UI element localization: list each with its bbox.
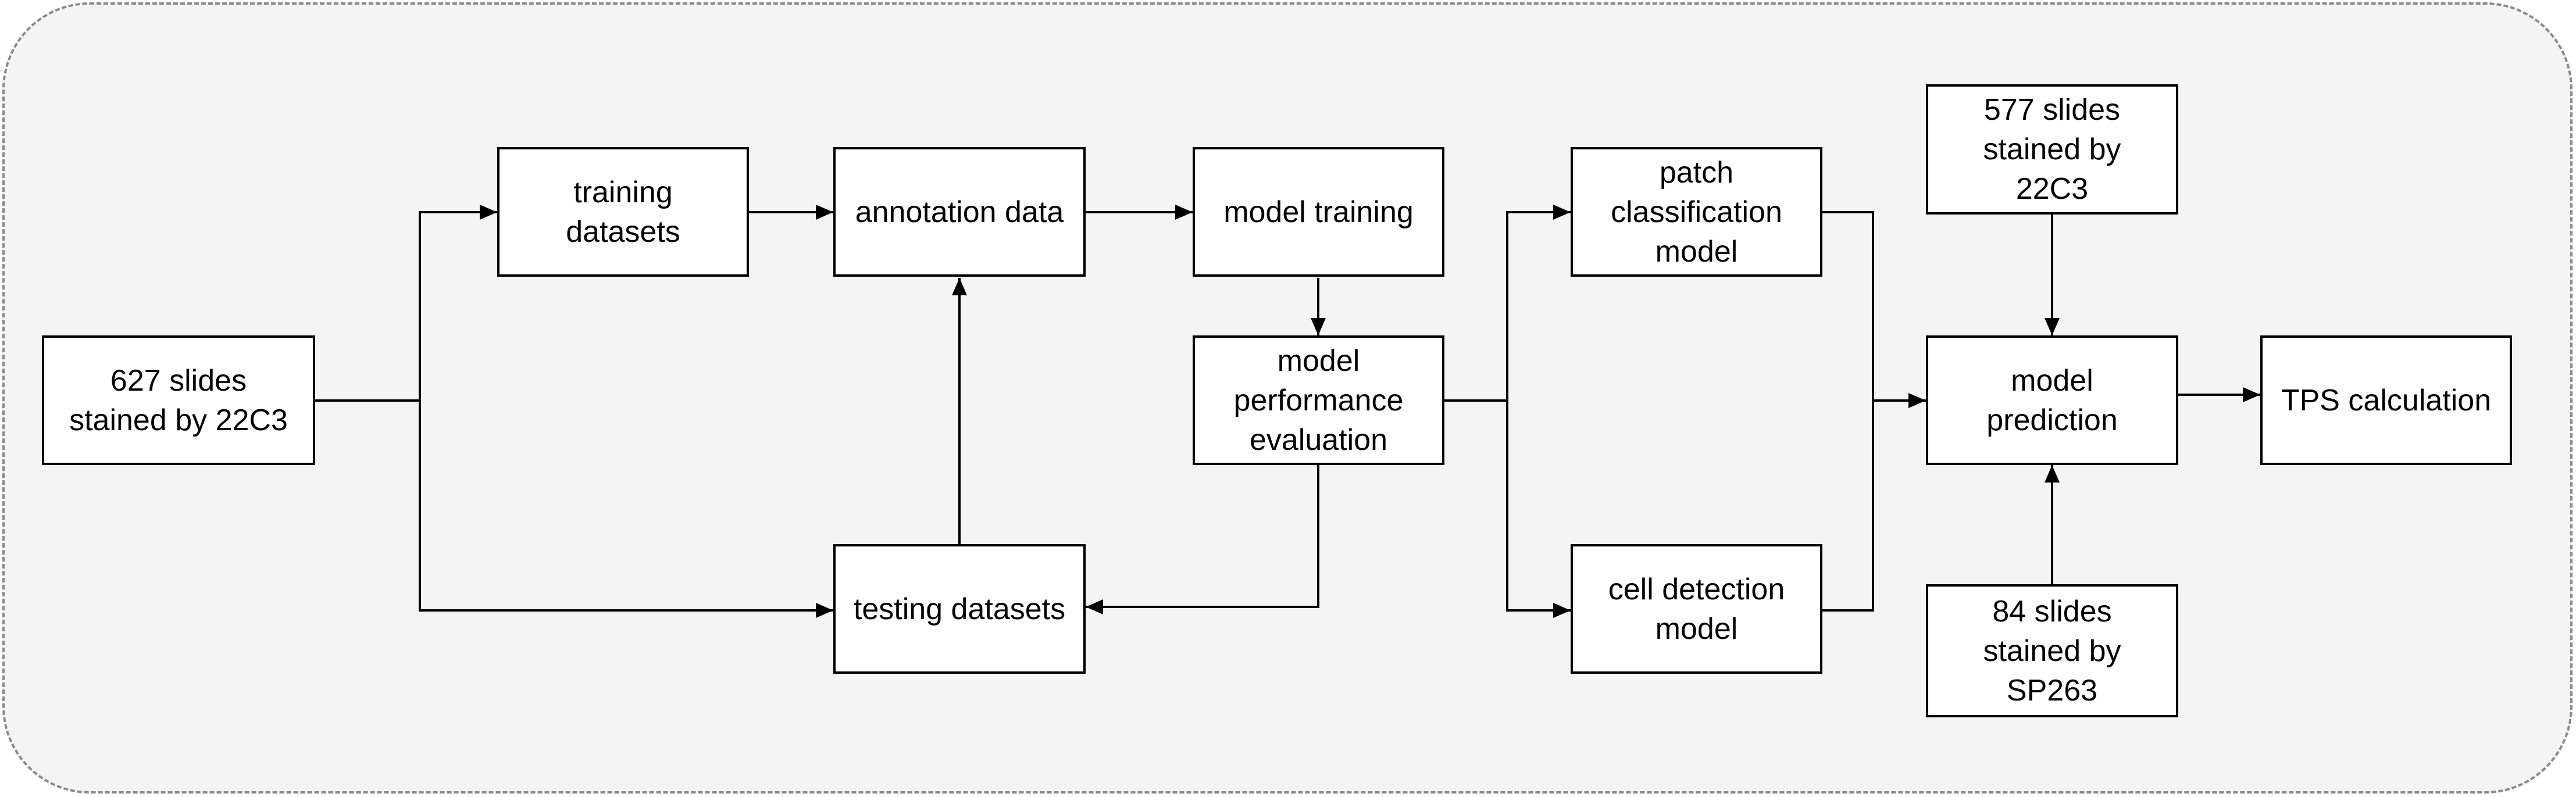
- arrow-cell-to-prediction: [1822, 401, 1874, 612]
- training-datasets-box: training datasets: [497, 147, 749, 277]
- arrowhead-testing-up-to-annotation: [952, 278, 967, 295]
- arrowhead-to-tps: [2243, 387, 2260, 402]
- model-prediction-box: model prediction: [1926, 335, 2178, 465]
- arrow-slides627-to-testing: [419, 401, 833, 612]
- testing-datasets-box: testing datasets: [833, 544, 1086, 674]
- arrowhead-to-model-training: [1175, 205, 1193, 220]
- arrow-evaluation-to-cell: [1506, 401, 1571, 612]
- arrowhead-to-testing: [816, 603, 833, 618]
- annotation-data-box: annotation data: [833, 147, 1086, 277]
- slides-577-box: 577 slides stained by 22C3: [1926, 84, 2178, 215]
- cell-detection-model-box: cell detection model: [1571, 544, 1822, 674]
- model-performance-evaluation-box: model performance evaluation: [1193, 335, 1444, 465]
- tps-calculation-box: TPS calculation: [2260, 335, 2512, 465]
- arrow-evaluation-to-testing: [1086, 465, 1319, 608]
- arrowhead-to-prediction-left: [1908, 393, 1926, 408]
- arrowhead-to-annotation: [816, 205, 833, 220]
- model-training-box: model training: [1193, 147, 1444, 277]
- patch-classification-model-box: patch classification model: [1571, 147, 1822, 277]
- arrowhead-evaluation-to-testing: [1086, 599, 1103, 614]
- arrow-patch-to-prediction: [1822, 211, 1926, 402]
- arrowhead-to-training: [480, 205, 497, 220]
- arrowhead-577-to-prediction: [2045, 318, 2060, 335]
- arrowhead-to-patch: [1553, 205, 1571, 220]
- arrowhead-to-cell: [1553, 603, 1571, 618]
- slides-84-box: 84 slides stained by SP263: [1926, 584, 2178, 717]
- arrowheads: [480, 205, 2260, 618]
- arrowhead-84-to-prediction: [2045, 465, 2060, 483]
- arrowhead-to-evaluation: [1311, 318, 1326, 335]
- arrow-slides627-to-training: [314, 211, 497, 402]
- slides-627-box: 627 slides stained by 22C3: [42, 335, 315, 465]
- arrow-evaluation-to-patch: [1444, 211, 1571, 402]
